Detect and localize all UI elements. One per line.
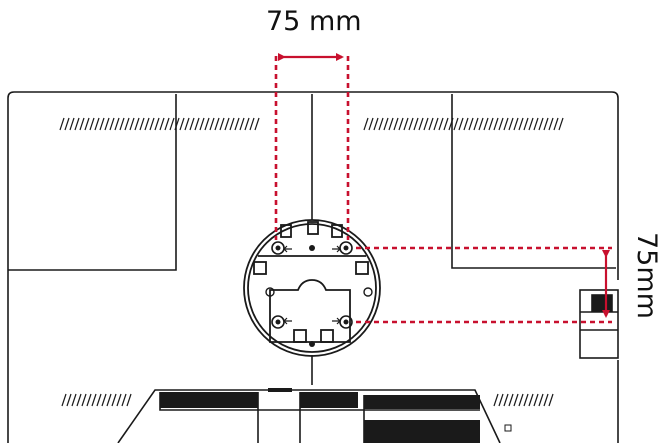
hole-arrow-left-icon <box>283 317 292 325</box>
hole-arrow-right-icon <box>332 245 341 253</box>
side-port-block <box>579 289 619 359</box>
hole-arrow-left-icon <box>283 245 292 253</box>
screw-hole-top-right <box>339 241 353 255</box>
vent-top-right <box>363 117 564 131</box>
horizontal-dimension-label: 75 mm <box>266 6 362 37</box>
hole-arrow-right-icon <box>332 317 341 325</box>
monitor-back-panel <box>7 91 619 443</box>
side-hole-right <box>363 287 373 297</box>
stand-base-details <box>160 388 512 443</box>
vent-bottom-left <box>61 393 132 407</box>
vent-slots <box>59 117 564 407</box>
center-hole-bottom <box>309 341 315 347</box>
screw-hole-bottom-left <box>271 315 285 329</box>
vertical-dimension-label: 75mm <box>631 232 659 319</box>
center-hole-top <box>309 245 315 251</box>
vent-bottom-right <box>493 393 554 407</box>
vesa-mount-plate <box>243 219 381 357</box>
dimension-arrows <box>278 53 610 318</box>
vent-top-left <box>59 117 260 131</box>
screw-hole-top-left <box>271 241 285 255</box>
dimension-lines <box>274 56 612 324</box>
vesa-screw-holes <box>265 241 373 347</box>
side-hole-left <box>265 287 275 297</box>
screw-hole-bottom-right <box>339 315 353 329</box>
